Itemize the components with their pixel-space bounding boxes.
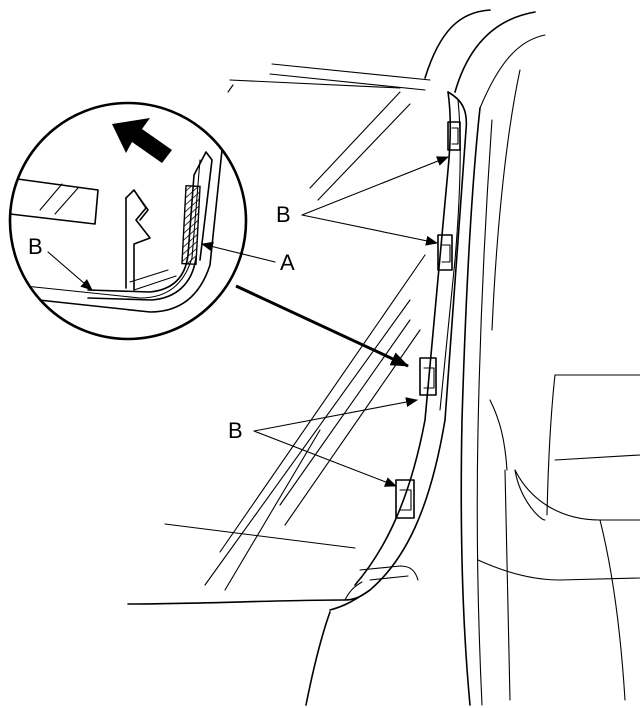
label-b-upper: B	[276, 202, 291, 227]
clip-3	[419, 357, 437, 396]
vehicle-body	[127, 9, 640, 706]
label-b-inset: B	[28, 234, 43, 259]
callout-leaders	[47, 156, 449, 487]
clip-1	[447, 121, 461, 151]
inset-leader-arrow	[235, 284, 409, 368]
label-a: A	[280, 250, 295, 275]
trim-clips	[395, 121, 461, 519]
detail-inset	[8, 101, 248, 341]
clip-4	[395, 479, 415, 519]
label-b-lower: B	[228, 418, 243, 443]
arrow-up-left-icon	[112, 118, 172, 163]
clip-2	[437, 234, 453, 271]
